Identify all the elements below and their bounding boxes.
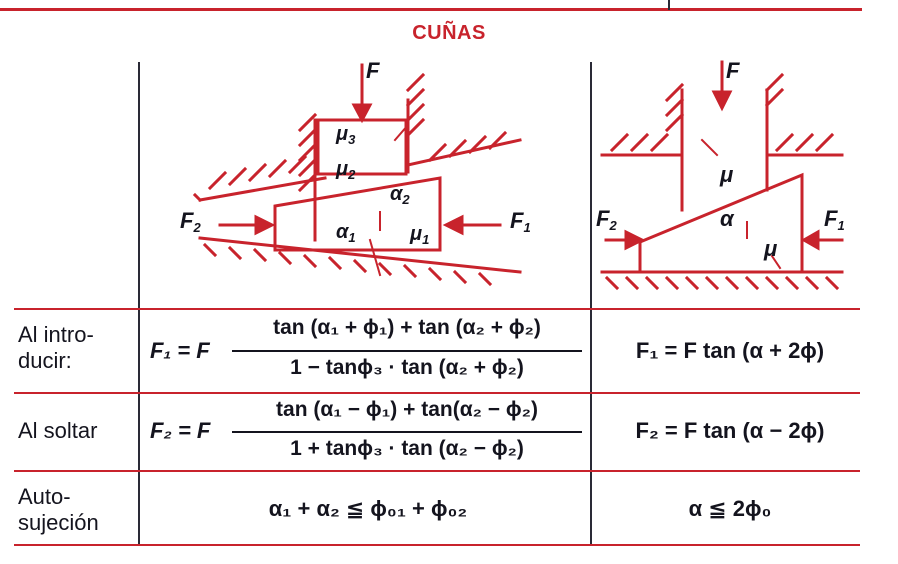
row3-label: Auto- sujeción [18, 484, 99, 535]
label-F: F [726, 60, 740, 83]
top-rule [0, 8, 862, 11]
row1-fraction-bar [232, 350, 582, 352]
row1-numerator: tan (α₁ + ϕ₁) + tan (α₂ + ϕ₂) [273, 316, 541, 339]
label-alpha: α [720, 206, 735, 231]
row3-formula-right: α ≦ 2ϕ₀ [688, 496, 772, 521]
table-hline-2 [14, 392, 860, 394]
label-alpha2: α2 [390, 183, 410, 207]
row1-denominator: 1 − tanϕ₃ · tan (α₂ + ϕ₂) [290, 356, 524, 379]
top-vline [668, 0, 670, 10]
label-mu-bottom: μ [763, 236, 777, 261]
label-mu3: μ3 [335, 123, 356, 147]
label-F2: F2 [596, 206, 617, 233]
wedge-diagram-left: F μ3 μ2 α2 α1 μ1 F2 F1 [180, 60, 531, 287]
label-mu-top: μ [719, 162, 733, 187]
row1-label: Al intro- ducir: [18, 322, 94, 373]
table-hline-4 [14, 544, 860, 546]
label-alpha1: α1 [336, 221, 356, 245]
row2-label: Al soltar [18, 418, 98, 443]
row1-formula-prefix: F₁ = F [150, 338, 210, 363]
label-mu2: μ2 [335, 158, 356, 182]
row3-formula-left: α₁ + α₂ ≦ ϕ₀₁ + ϕ₀₂ [268, 496, 468, 521]
row2-denominator: 1 + tanϕ₃ · tan (α₂ − ϕ₂) [290, 437, 524, 460]
row2-fraction-bar [232, 431, 582, 433]
table-vline-2 [590, 62, 592, 546]
label-F1: F1 [510, 208, 531, 235]
row2-formula-right: F₂ = F tan (α − 2ϕ) [635, 418, 825, 443]
label-mu1: μ1 [409, 223, 429, 247]
page-title: CUÑAS [412, 22, 486, 44]
label-F2: F2 [180, 208, 201, 235]
label-F1: F1 [824, 206, 845, 233]
table-hline-1 [14, 308, 860, 310]
row2-formula-prefix: F₂ = F [150, 418, 211, 443]
table-hline-3 [14, 470, 860, 472]
row2-numerator: tan (α₁ − ϕ₁) + tan(α₂ − ϕ₂) [276, 398, 538, 421]
wedge-diagram-right: F μ α μ F2 F1 [596, 60, 845, 291]
row1-formula-right: F₁ = F tan (α + 2ϕ) [635, 338, 825, 363]
label-F: F [366, 60, 380, 83]
table-vline-1 [138, 62, 140, 546]
